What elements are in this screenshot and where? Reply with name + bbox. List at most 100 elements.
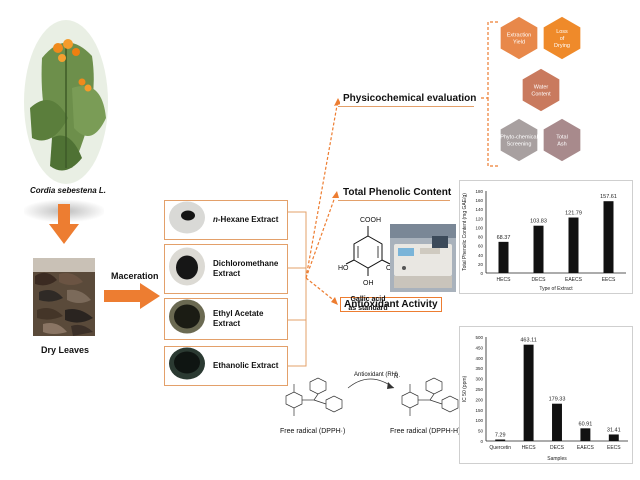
hexagon-2 — [521, 67, 561, 113]
section-phenolic: Total Phenolic Content — [340, 186, 455, 199]
x-tick-label: HECS — [522, 445, 537, 451]
y-axis-title: IC 50 (ppm) — [462, 375, 468, 402]
x-tick-label: HECS — [497, 277, 512, 283]
data-label: 68.37 — [497, 235, 511, 241]
data-label: 31.41 — [607, 427, 621, 433]
hexagon-3 — [499, 117, 539, 163]
data-label: 463.11 — [520, 338, 536, 344]
x-tick-label: EECS — [602, 277, 616, 283]
gallic-ho: HO — [338, 265, 349, 272]
dichloromethane-label: Dichloromethane Extract — [213, 259, 279, 278]
ethanolic-jar-icon — [167, 346, 207, 387]
ethanolic-label: Ethanolic Extract — [213, 361, 279, 370]
dpph-product: R· — [394, 374, 400, 380]
y-tick-label: 400 — [475, 356, 483, 361]
dpph-reaction: Antioxidant (RH) R· Free radical (DPPH·)… — [266, 368, 462, 448]
dichloromethane-jar-icon — [167, 246, 207, 293]
data-label: 7.29 — [495, 432, 506, 438]
dpph-right-label: Free radical (DPPH-H) — [390, 428, 461, 435]
plant-name: Cordia sebestena L. — [29, 186, 107, 195]
tpc-chart-svg: 02040608010012014016018068.37HECS103.83D… — [462, 189, 626, 292]
hexagon-0 — [499, 15, 539, 61]
maceration-label: Maceration — [111, 271, 159, 281]
ethyl-acetate-label: Ethyl Acetate Extract — [213, 309, 264, 328]
phenolic-underline — [338, 200, 450, 201]
data-label: 103.83 — [530, 219, 547, 225]
extract-hexane: n-Hexane Extract — [164, 200, 288, 240]
y-tick-label: 60 — [478, 244, 484, 249]
ic50-chart-svg: 0501001502002503003504004505007.29Querce… — [462, 335, 628, 462]
x-axis-title: Samples — [547, 456, 567, 462]
y-tick-label: 100 — [475, 418, 483, 423]
bar-HECS — [498, 241, 509, 273]
x-tick-label: EAECS — [565, 277, 583, 283]
y-tick-label: 80 — [478, 235, 484, 240]
bar-EECS — [603, 201, 614, 273]
bar-EECS — [608, 434, 619, 441]
y-tick-label: 250 — [475, 387, 483, 392]
plant-photo — [22, 18, 110, 186]
gallic-cooh: COOH — [360, 217, 381, 224]
dry-leaves-label: Dry Leaves — [40, 345, 90, 355]
extract-ethyl-acetate: Ethyl Acetate Extract — [164, 298, 288, 340]
x-tick-label: EAECS — [577, 445, 595, 451]
y-tick-label: 180 — [475, 189, 483, 194]
x-tick-label: DECS — [550, 445, 565, 451]
y-tick-label: 120 — [475, 216, 483, 221]
dpph-left-label: Free radical (DPPH·) — [280, 428, 346, 435]
physico-underline — [338, 106, 474, 107]
x-tick-label: EECS — [607, 445, 621, 451]
bar-HECS — [523, 344, 534, 441]
y-tick-label: 500 — [475, 335, 483, 340]
spectrophotometer-photo — [390, 224, 456, 292]
y-tick-label: 140 — [475, 207, 483, 212]
y-tick-label: 40 — [478, 253, 484, 258]
extract-dichloromethane: Dichloromethane Extract — [164, 244, 288, 294]
x-axis-title: Type of Extract — [539, 286, 573, 292]
y-tick-label: 100 — [475, 225, 483, 230]
bar-DECS — [533, 225, 544, 273]
data-label: 157.61 — [600, 194, 617, 200]
x-tick-label: DECS — [532, 277, 547, 283]
hexagon-4 — [542, 117, 582, 163]
bar-EAECS — [568, 217, 579, 273]
y-tick-label: 160 — [475, 198, 483, 203]
bar-EAECS — [580, 428, 591, 441]
data-label: 121.79 — [565, 211, 582, 217]
hexane-jar-icon — [167, 200, 207, 241]
y-tick-label: 350 — [475, 366, 483, 371]
bar-DECS — [552, 403, 562, 441]
maceration-arrow — [104, 283, 160, 314]
dry-leaves-photo — [33, 258, 95, 336]
hexane-label: n-Hexane Extract — [213, 215, 279, 224]
y-tick-label: 0 — [480, 271, 483, 276]
y-tick-label: 200 — [475, 397, 483, 402]
y-tick-label: 50 — [478, 429, 484, 434]
dpph-reagent: Antioxidant (RH) — [354, 372, 398, 378]
bar-Quercetin — [495, 439, 506, 441]
extract-ethanolic: Ethanolic Extract — [164, 346, 288, 386]
y-tick-label: 0 — [480, 439, 483, 444]
hexagon-1 — [542, 15, 582, 61]
y-tick-label: 150 — [475, 408, 483, 413]
section-antioxidant: Antioxidant Activity — [340, 297, 442, 312]
y-axis-title: Total Phenolic Content (mg GAE/g) — [462, 193, 468, 271]
down-arrow — [49, 204, 79, 249]
x-tick-label: Quercetin — [489, 445, 511, 451]
gallic-oh-bottom: OH — [363, 280, 374, 287]
data-label: 60.91 — [579, 421, 593, 427]
data-label: 179.33 — [549, 397, 566, 403]
ethyl-acetate-jar-icon — [167, 298, 207, 341]
y-tick-label: 450 — [475, 345, 483, 350]
